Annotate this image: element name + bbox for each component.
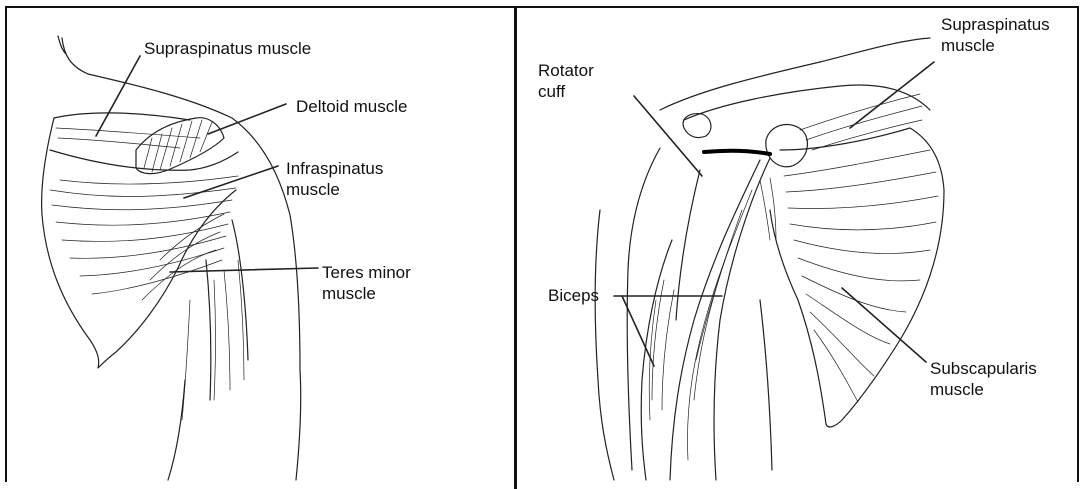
label-subscapularis-line2: muscle bbox=[930, 379, 984, 400]
label-infraspinatus-line2: muscle bbox=[286, 179, 340, 200]
label-teres-minor-line1: Teres minor bbox=[322, 262, 411, 283]
label-supraspinatus-right-line1: Supraspinatus bbox=[941, 14, 1050, 35]
label-rotator-cuff-line2: cuff bbox=[538, 81, 565, 102]
label-teres-minor-line2: muscle bbox=[322, 283, 376, 304]
anterior-shoulder-drawing bbox=[595, 38, 944, 480]
label-supraspinatus-right-line2: muscle bbox=[941, 35, 995, 56]
right-leader-lines bbox=[614, 62, 934, 366]
left-leader-lines bbox=[96, 56, 318, 272]
label-subscapularis-line1: Subscapularis bbox=[930, 358, 1037, 379]
label-deltoid: Deltoid muscle bbox=[296, 96, 408, 117]
posterior-shoulder-drawing bbox=[42, 36, 301, 480]
label-rotator-cuff-line1: Rotator bbox=[538, 60, 594, 81]
label-supraspinatus-left: Supraspinatus muscle bbox=[144, 38, 311, 59]
label-infraspinatus-line1: Infraspinatus bbox=[286, 158, 383, 179]
label-biceps: Biceps bbox=[548, 285, 599, 306]
